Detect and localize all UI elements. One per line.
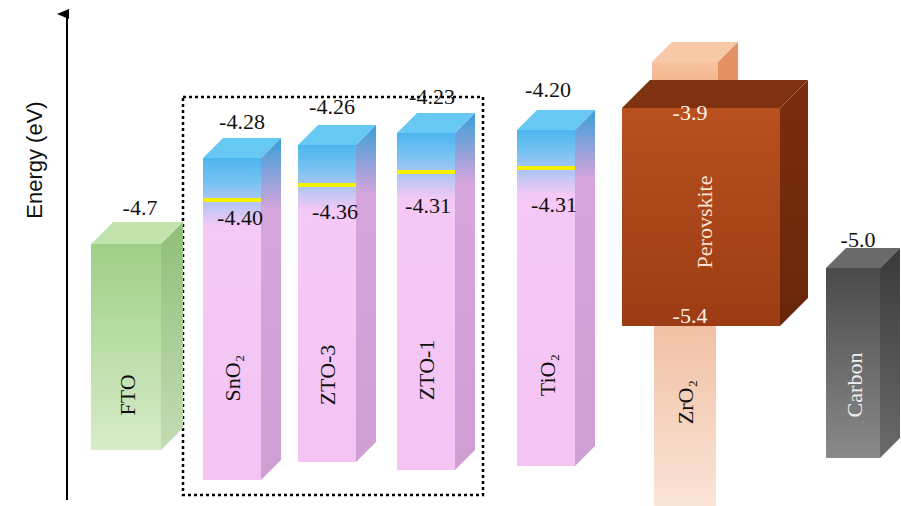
zto1-band: -4.23-4.31ZTO-1 (397, 113, 475, 470)
sno2-band: -4.28-4.40SnO₂ (203, 138, 281, 480)
material-label: SnO₂ (222, 355, 244, 402)
energy-value: -4.36 (312, 201, 358, 223)
energy-value: -4.31 (405, 195, 451, 217)
energy-value: -4.31 (531, 194, 577, 216)
material-label: Carbon (844, 353, 866, 418)
energy-value: -3.9 (673, 102, 708, 124)
material-label: ZTO-3 (317, 345, 339, 406)
box-shape (517, 110, 595, 466)
material-label: TiO₂ (537, 354, 559, 396)
material-label: ZTO-1 (416, 340, 438, 401)
perovskite-band: -3.9Perovskite -5.4 (622, 80, 808, 326)
material-label: ZrO₂ (675, 380, 697, 424)
dashed-group-frame (183, 97, 483, 495)
energy-value: -4.28 (219, 111, 265, 133)
energy-axis (66, 14, 68, 500)
energy-value: -4.7 (123, 197, 158, 219)
energy-value: -4.40 (217, 207, 263, 229)
energy-value: -4.23 (409, 86, 455, 108)
box-shape (91, 222, 183, 450)
energy-value: -5.4 (673, 305, 708, 327)
box-shape (397, 113, 475, 470)
energy-value: -5.0 (841, 229, 876, 251)
zto3-band: -4.26-4.36ZTO-3 (298, 125, 376, 462)
box-shape (298, 125, 376, 462)
energy-value: -4.26 (309, 96, 355, 118)
tio2-band: -4.20-4.31TiO₂ (517, 110, 595, 466)
carbon-band: -5.0Carbon (826, 248, 900, 458)
energy-value: -4.20 (525, 79, 571, 101)
fto-band: -4.7FTO (91, 222, 183, 450)
box-shape (203, 138, 281, 480)
axis-title: Energy (eV) (22, 101, 48, 218)
zro2-band: ZrO₂ (654, 318, 716, 506)
material-label: Perovskite (694, 176, 716, 269)
material-label: FTO (117, 374, 139, 415)
